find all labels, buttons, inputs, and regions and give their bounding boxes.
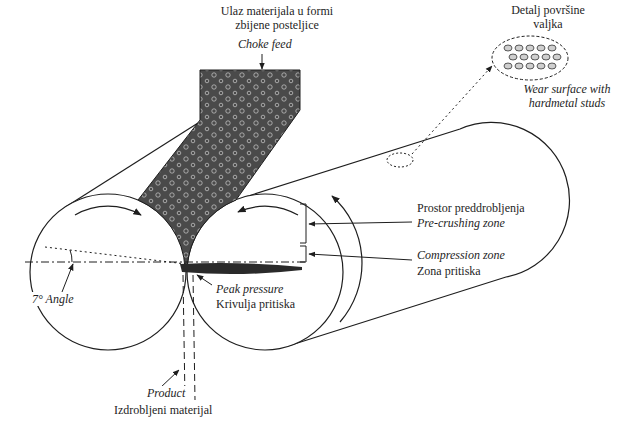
callout-label: Krivulja pritiska: [214, 297, 297, 311]
stud: [509, 54, 517, 60]
stud: [548, 63, 556, 69]
product-line: [193, 275, 195, 400]
stud: [515, 63, 523, 69]
stud: [542, 54, 550, 60]
zone-bracket: [300, 246, 306, 262]
leader-line: [309, 254, 412, 260]
stud: [520, 54, 528, 60]
detail-leader: [412, 66, 492, 154]
callout-label: Izdrobljeni materijal: [112, 403, 214, 417]
leader-line: [262, 54, 263, 69]
stud: [515, 45, 523, 51]
rotation-arrow: [75, 206, 141, 215]
zone-bracket: [300, 204, 306, 243]
stud: [526, 45, 534, 51]
stud: [553, 54, 561, 60]
callout-label: Pre-crushing zone: [415, 216, 507, 230]
callout-label: Zona pritiska: [415, 264, 483, 278]
stud: [526, 63, 534, 69]
stud: [504, 63, 512, 69]
stud: [537, 63, 545, 69]
callout-label: Choke feed: [236, 37, 294, 51]
rotation-arrow: [332, 196, 362, 322]
stud: [531, 54, 539, 60]
leader-line: [197, 275, 212, 285]
hardmetal-studs: [504, 45, 561, 69]
callout-label: 7° Angle: [30, 292, 76, 306]
callout-label: Prostor preddrobljenja: [415, 201, 527, 215]
product-line: [183, 275, 185, 400]
stud: [537, 45, 545, 51]
rotation-arrow: [238, 206, 298, 215]
detail-marker: [387, 153, 413, 167]
callout-label: Wear surface with hardmetal studs: [506, 82, 628, 110]
leader-line: [309, 222, 412, 224]
callout-label: Peak pressure: [214, 282, 285, 296]
angle-arc: [70, 250, 72, 262]
detail-circle: [492, 36, 568, 80]
stud: [504, 45, 512, 51]
angle-line: [45, 247, 186, 264]
callout-label: Compression zone: [415, 248, 507, 262]
callout-label: Detalj površine valjka: [496, 3, 600, 31]
leader-line: [62, 264, 73, 292]
callout-label: Product: [145, 386, 187, 400]
pressure-curve: [180, 263, 302, 274]
choke-feed-bed: [138, 70, 300, 268]
stud: [548, 45, 556, 51]
callout-label: Ulaz materijala u formi zbijene postelji…: [205, 4, 349, 32]
